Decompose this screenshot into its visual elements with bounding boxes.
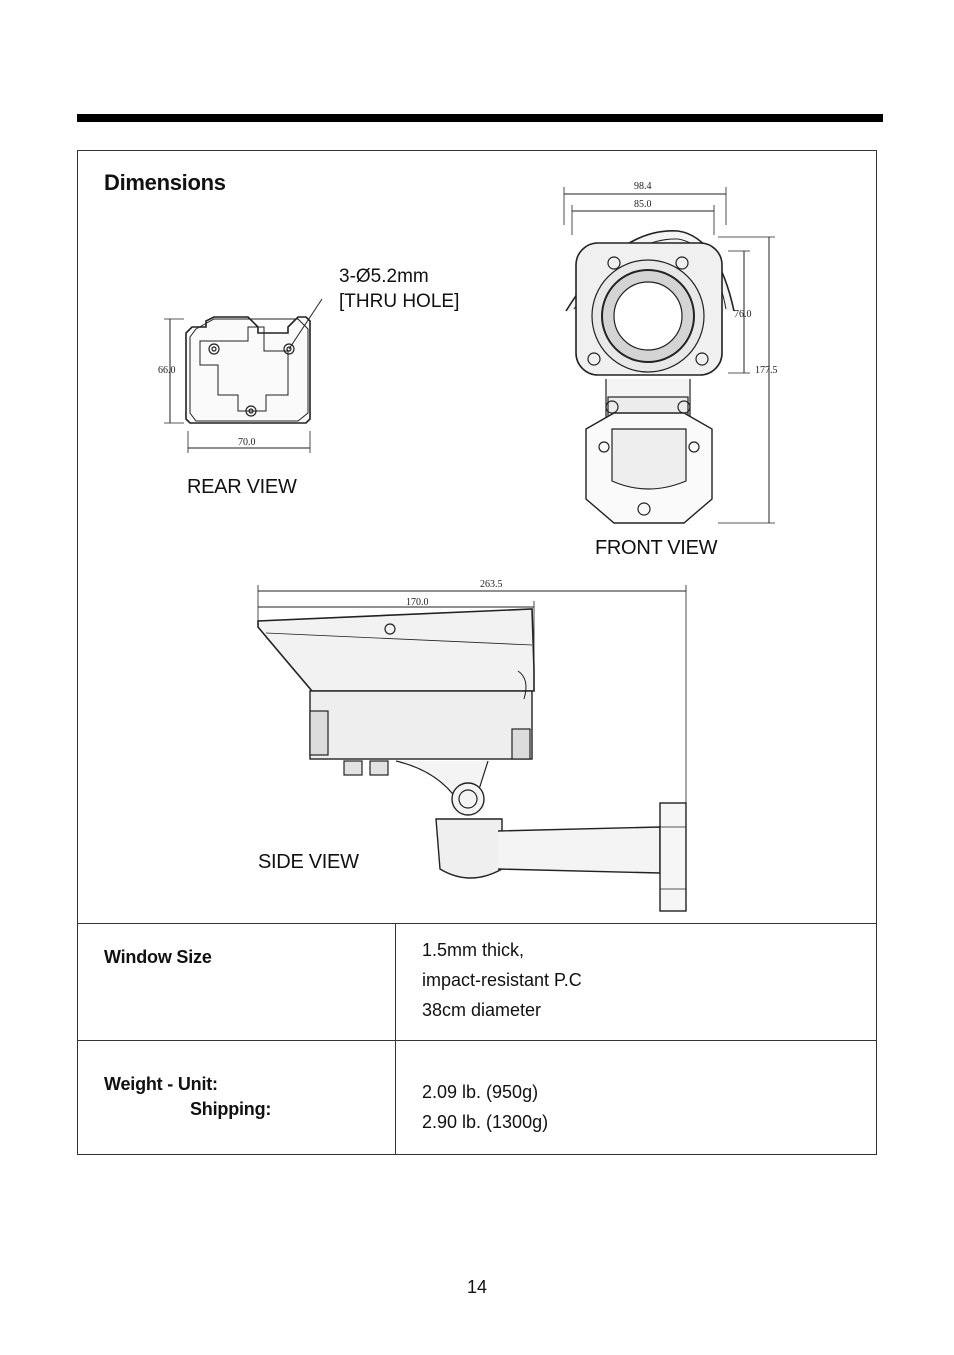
table-divider bbox=[78, 1040, 876, 1041]
weight-shipping-label: Shipping: bbox=[190, 1099, 272, 1119]
weight-unit-label: Weight - Unit: bbox=[104, 1074, 218, 1094]
rear-view-label: REAR VIEW bbox=[187, 476, 297, 498]
front-total-height-dimension: 177.5 bbox=[755, 365, 778, 376]
rear-height-dimension: 66.0 bbox=[158, 365, 176, 376]
front-inner-width-dimension: 85.0 bbox=[634, 199, 652, 210]
front-view-label: FRONT VIEW bbox=[595, 537, 718, 559]
window-thickness: 1.5mm thick, bbox=[422, 940, 525, 960]
rear-width-dimension: 70.0 bbox=[238, 437, 256, 448]
front-outer-width-dimension: 98.4 bbox=[634, 181, 652, 192]
window-size-label: Window Size bbox=[104, 947, 212, 967]
side-total-length-dimension: 263.5 bbox=[480, 579, 503, 590]
weight-shipping-value: 2.90 lb. (1300g) bbox=[422, 1112, 549, 1132]
window-diameter: 38cm diameter bbox=[422, 1000, 542, 1020]
window-size-value: 1.5mm thick, impact-resistant P.C 38cm d… bbox=[422, 935, 582, 1025]
table-column-divider bbox=[395, 923, 396, 1155]
dimension-drawing: 66.0 70.0 98.4 85.0 bbox=[158, 181, 778, 912]
table-divider bbox=[78, 923, 876, 924]
side-housing-length-dimension: 170.0 bbox=[406, 597, 429, 608]
page-number: 14 bbox=[466, 1277, 488, 1297]
spec-table bbox=[77, 150, 877, 1155]
front-view-drawing bbox=[563, 187, 775, 524]
window-material: impact-resistant P.C bbox=[422, 970, 582, 990]
side-view-drawing bbox=[257, 585, 687, 912]
front-housing-height-dimension: 76.0 bbox=[734, 309, 752, 320]
rear-view-drawing bbox=[164, 298, 323, 453]
section-title: Dimensions bbox=[104, 170, 226, 195]
side-view-label: SIDE VIEW bbox=[258, 851, 359, 873]
hole-callout-size: 3-Ø5.2mm bbox=[339, 266, 429, 287]
hole-callout-type: [THRU HOLE] bbox=[339, 291, 460, 312]
header-rule bbox=[77, 114, 883, 122]
weight-unit-value: 2.09 lb. (950g) bbox=[422, 1082, 539, 1102]
hole-callout: 3-Ø5.2mm [THRU HOLE] bbox=[339, 264, 459, 314]
weight-value: 2.09 lb. (950g) 2.90 lb. (1300g) bbox=[422, 1077, 548, 1137]
